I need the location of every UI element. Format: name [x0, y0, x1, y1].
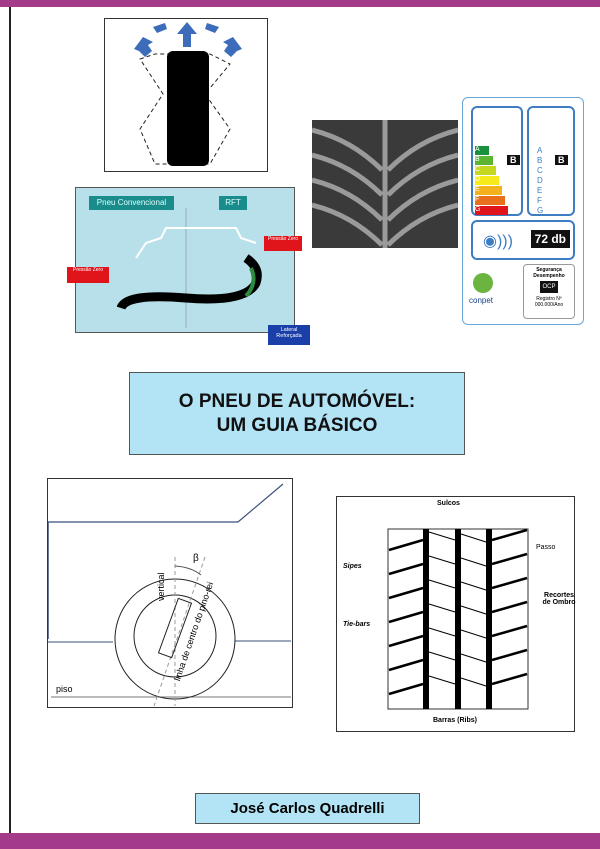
wet-grade: E — [537, 186, 543, 195]
pressure-zero-left: Pressão Zero — [67, 267, 109, 283]
wet-rating: B — [555, 155, 568, 165]
tie-bars-label: Tie-bars — [343, 621, 371, 628]
conpet-logo-icon — [473, 273, 493, 293]
rft-diagram: Pneu Convencional RFT Pressão Zero — [75, 187, 302, 333]
sipes-label: Sipes — [343, 563, 362, 570]
grooves-label: Sulcos — [437, 500, 460, 507]
tab-conventional: Pneu Convencional — [89, 196, 174, 210]
pitch-label: Passo — [536, 544, 556, 551]
vertical-label: vertical — [156, 572, 166, 601]
noise-value: 72 db — [530, 230, 570, 248]
noise-panel: ◉))) 72 db — [471, 220, 575, 260]
grade-d: D — [475, 176, 499, 185]
floor-label: piso — [56, 684, 73, 694]
grade-g: G — [475, 206, 508, 215]
grade-a: A — [475, 146, 489, 155]
wet-grade: G — [537, 206, 544, 215]
wet-grade: A — [537, 146, 543, 155]
shoulder-label: Recortes de Ombro — [542, 592, 576, 606]
ribs-label: Barras (Ribs) — [433, 717, 477, 724]
speaker-icon: ◉))) — [483, 233, 513, 250]
tire-icon — [167, 51, 209, 166]
reinforced-sidewall-label: Lateral Reforçada — [268, 325, 310, 345]
tread-photo — [312, 120, 458, 248]
cert-title: Segurança Desempenho — [533, 267, 565, 279]
pressure-zero-right: Pressão Zero — [264, 236, 302, 251]
conpet-text: conpet — [469, 296, 494, 305]
tire-deformation-figure — [104, 18, 268, 172]
beta-label: β — [193, 553, 199, 564]
title-line1: O PNEU DE AUTOMÓVEL: — [178, 390, 416, 412]
cert-reg: Registro Nº 000.000/Ano — [534, 296, 564, 308]
bottom-band — [0, 833, 600, 849]
left-border — [9, 7, 11, 833]
tab-rft: RFT — [219, 196, 247, 210]
grade-c: C — [475, 166, 496, 175]
kingpin-diagram: β vertical linha de centro do pino-rei p… — [47, 478, 293, 708]
wet-grade: B — [537, 156, 543, 165]
top-band — [0, 0, 600, 7]
fuel-rating: B — [507, 155, 520, 165]
title-box: O PNEU DE AUTOMÓVEL: UM GUIA BÁSICO — [129, 372, 465, 455]
grade-e: E — [475, 186, 502, 195]
wet-grade: F — [537, 196, 542, 205]
wet-grade: C — [537, 166, 543, 175]
grade-b: B — [475, 156, 493, 165]
author-name: José Carlos Quadrelli — [195, 793, 420, 824]
tread-diagram: Sulcos Passo Sipes Tie-bars Recortes de … — [336, 496, 576, 732]
cert-ocp: OCP — [540, 281, 558, 293]
arrow-icons — [134, 22, 242, 57]
certification-seal: Segurança Desempenho OCP Registro Nº 000… — [523, 264, 575, 319]
wet-grade: D — [537, 176, 543, 185]
title-line2: UM GUIA BÁSICO — [216, 414, 378, 436]
fuel-panel: A B C D E F G B — [471, 106, 523, 216]
grade-f: F — [475, 196, 505, 205]
